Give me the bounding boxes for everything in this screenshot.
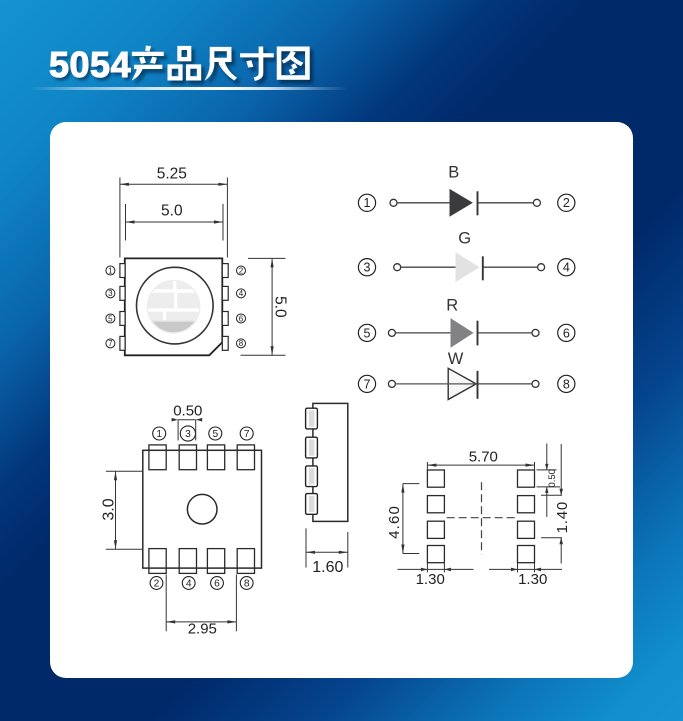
- svg-text:2.95: 2.95: [188, 620, 217, 637]
- svg-text:1: 1: [108, 266, 113, 275]
- svg-text:R: R: [446, 297, 458, 315]
- svg-text:7: 7: [244, 429, 250, 440]
- svg-text:5.70: 5.70: [469, 449, 498, 466]
- svg-text:4: 4: [186, 579, 192, 590]
- svg-text:1.40: 1.40: [554, 501, 571, 533]
- svg-text:6: 6: [214, 579, 220, 590]
- svg-text:5.25: 5.25: [157, 166, 187, 183]
- svg-text:5: 5: [364, 326, 371, 340]
- svg-text:2: 2: [154, 579, 160, 590]
- svg-text:6: 6: [563, 326, 570, 340]
- svg-text:8: 8: [239, 339, 244, 348]
- svg-text:W: W: [448, 350, 464, 368]
- svg-text:4: 4: [563, 261, 570, 275]
- svg-text:4.60: 4.60: [386, 505, 403, 539]
- svg-text:0.50: 0.50: [173, 402, 202, 419]
- svg-text:3: 3: [364, 261, 371, 275]
- svg-text:6: 6: [239, 314, 244, 323]
- svg-text:G: G: [458, 229, 471, 247]
- svg-text:B: B: [448, 163, 459, 181]
- svg-text:7: 7: [364, 377, 371, 391]
- svg-text:1.60: 1.60: [312, 559, 343, 576]
- svg-text:1: 1: [156, 429, 162, 440]
- svg-text:3: 3: [185, 429, 191, 440]
- svg-text:7: 7: [108, 339, 113, 348]
- svg-text:1.30: 1.30: [416, 571, 445, 588]
- svg-text:3: 3: [108, 289, 113, 298]
- svg-text:3.0: 3.0: [100, 498, 117, 520]
- svg-text:1: 1: [364, 196, 371, 210]
- svg-text:0.50: 0.50: [547, 469, 558, 488]
- svg-text:2: 2: [563, 196, 570, 210]
- svg-text:5: 5: [108, 314, 113, 323]
- svg-text:1.30: 1.30: [518, 571, 547, 588]
- svg-text:5: 5: [212, 429, 218, 440]
- svg-text:8: 8: [563, 377, 570, 391]
- svg-text:8: 8: [244, 579, 250, 590]
- svg-text:5.0: 5.0: [271, 296, 288, 318]
- svg-text:5.0: 5.0: [161, 203, 183, 220]
- svg-text:4: 4: [239, 289, 244, 298]
- svg-text:2: 2: [239, 266, 244, 275]
